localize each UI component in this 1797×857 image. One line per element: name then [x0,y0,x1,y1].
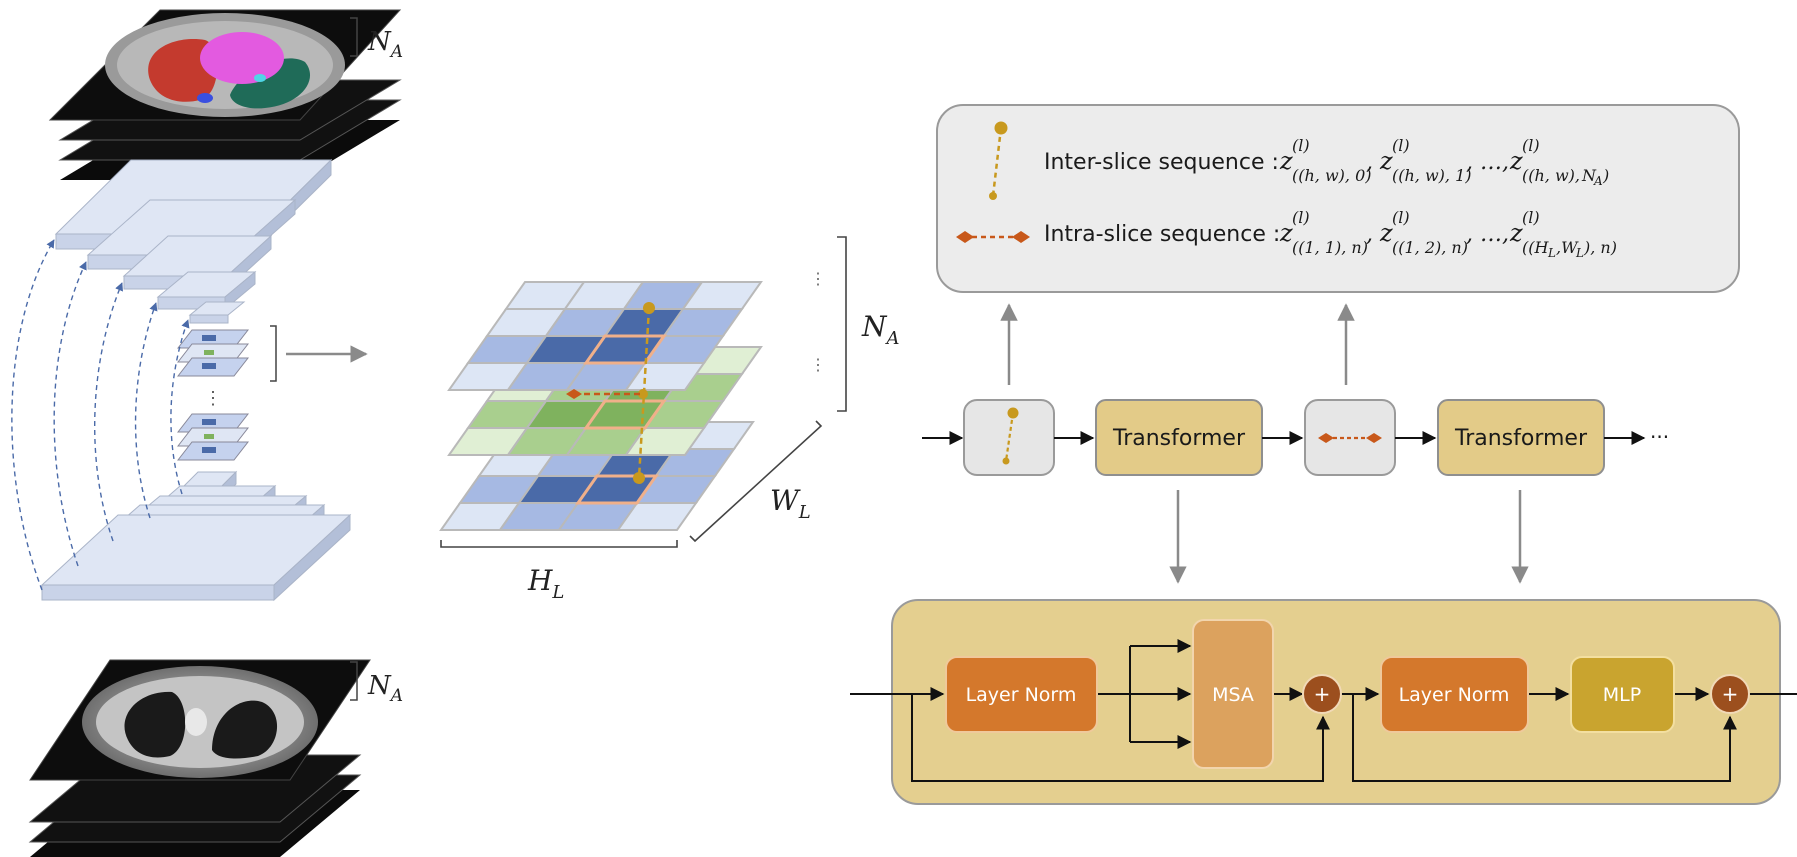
pipeline-ellipsis: ··· [1650,425,1669,449]
svg-text:(l): (l) [1292,208,1310,227]
highlighted-cell [583,399,667,430]
hl-dimension: HL [440,540,678,603]
svg-text:(l): (l) [1522,208,1540,227]
svg-text:,W: ,W [1556,238,1579,257]
svg-text:⋮: ⋮ [204,388,222,408]
svg-text:), n): ), n) [1583,238,1617,257]
svg-text:, …,: , …, [1466,150,1509,175]
intra-slice-sequence [566,389,640,399]
svg-text:HL: HL [527,564,564,603]
svg-text:L: L [1547,246,1556,260]
intra-slice-formula: z (l) ((1, 1), n) , z (l) ((1, 2), n) , … [1279,208,1617,260]
svg-text:⋮: ⋮ [810,357,826,374]
svg-text:, …,: , …, [1466,222,1509,247]
ct-stack-bottom [28,659,371,857]
svg-text:z: z [1279,147,1293,175]
svg-text:,: , [1366,150,1373,175]
svg-text:Layer Norm: Layer Norm [1399,684,1510,706]
inter-slice-token-box [963,399,1055,476]
svg-text:z: z [1509,147,1523,175]
token-grid-stack: ⋮ [176,325,277,461]
svg-text:Transformer: Transformer [1454,426,1588,451]
encoder-pyramid [54,158,333,324]
raw-ct-slice [82,666,318,778]
intra-slice-marker [956,231,1030,243]
svg-text:WL: WL [770,484,811,523]
svg-text:Transformer: Transformer [1112,426,1246,451]
svg-text:(l): (l) [1392,136,1410,155]
segmented-ct-slice [105,13,345,117]
svg-text:z: z [1379,147,1393,175]
transformer-1: Transformer [1095,399,1263,476]
svg-text:A: A [1593,174,1603,188]
wl-dimension: WL [689,420,823,543]
svg-text:((h, w),: ((h, w), [1522,166,1580,185]
svg-text:(l): (l) [1392,208,1410,227]
skip-connections [11,239,190,591]
svg-text:N: N [1581,166,1597,185]
na-grid-label: NA [861,310,900,349]
svg-text:NA: NA [367,671,403,706]
pipeline: Transformer Transformer ··· [922,303,1669,584]
grid-cell [624,427,706,456]
transformer-2: Transformer [1437,399,1605,476]
ct-stack-top [48,9,402,180]
layer-norm-1: Layer Norm [945,656,1098,733]
highlighted-cell [583,334,667,365]
grid-bracket: ⋮ ⋮ [810,236,847,412]
svg-text:z: z [1379,219,1393,247]
svg-text:L: L [1575,246,1584,260]
zoomed-token-grid [439,281,763,531]
svg-text:+: + [1314,682,1331,706]
svg-text:(l): (l) [1292,136,1310,155]
svg-text:): ) [1602,166,1609,185]
svg-text:((H: ((H [1522,238,1549,257]
grid-cell [616,502,698,531]
na-bottom-label: NA [367,671,403,706]
svg-text:((1, 2), n): ((1, 2), n) [1392,238,1468,257]
svg-text:((h, w), 0): ((h, w), 0) [1292,166,1372,185]
intra-slice-label: Intra-slice sequence : [1044,222,1280,247]
svg-text:((h, w), 1): ((h, w), 1) [1392,166,1472,185]
legend-panel: Inter-slice sequence : z (l) ((h, w), 0)… [936,104,1740,293]
svg-text:z: z [1509,219,1523,247]
add-node-2: + [1710,674,1750,714]
svg-text:MLP: MLP [1603,684,1641,706]
svg-text:z: z [1279,219,1293,247]
add-node-1: + [1302,674,1342,714]
svg-text:⋮: ⋮ [810,271,826,288]
inter-slice-label: Inter-slice sequence : [1044,150,1279,175]
na-top-label: NA [367,27,403,62]
transformer-block: Layer Norm MSA + Layer Norm MLP + [850,599,1797,805]
mlp: MLP [1570,656,1675,733]
inter-slice-formula: z (l) ((h, w), 0) , z (l) ((h, w), 1) , … [1279,136,1609,188]
decoder-pyramid [40,470,352,602]
layer-norm-2: Layer Norm [1380,656,1529,733]
msa: MSA [1192,619,1274,769]
svg-text:MSA: MSA [1212,684,1254,706]
highlighted-cell [575,474,659,505]
inter-slice-sequence [633,302,655,484]
svg-text:(l): (l) [1522,136,1540,155]
inter-slice-marker [989,121,1008,200]
svg-text:,: , [1366,222,1373,247]
intra-slice-token-box [1304,399,1396,476]
svg-text:NA: NA [861,310,900,349]
grid-slice-top [447,281,763,391]
svg-text:Layer Norm: Layer Norm [966,684,1077,706]
svg-text:((1, 1), n): ((1, 1), n) [1292,238,1368,257]
svg-text:+: + [1722,682,1739,706]
svg-text:NA: NA [367,27,403,62]
